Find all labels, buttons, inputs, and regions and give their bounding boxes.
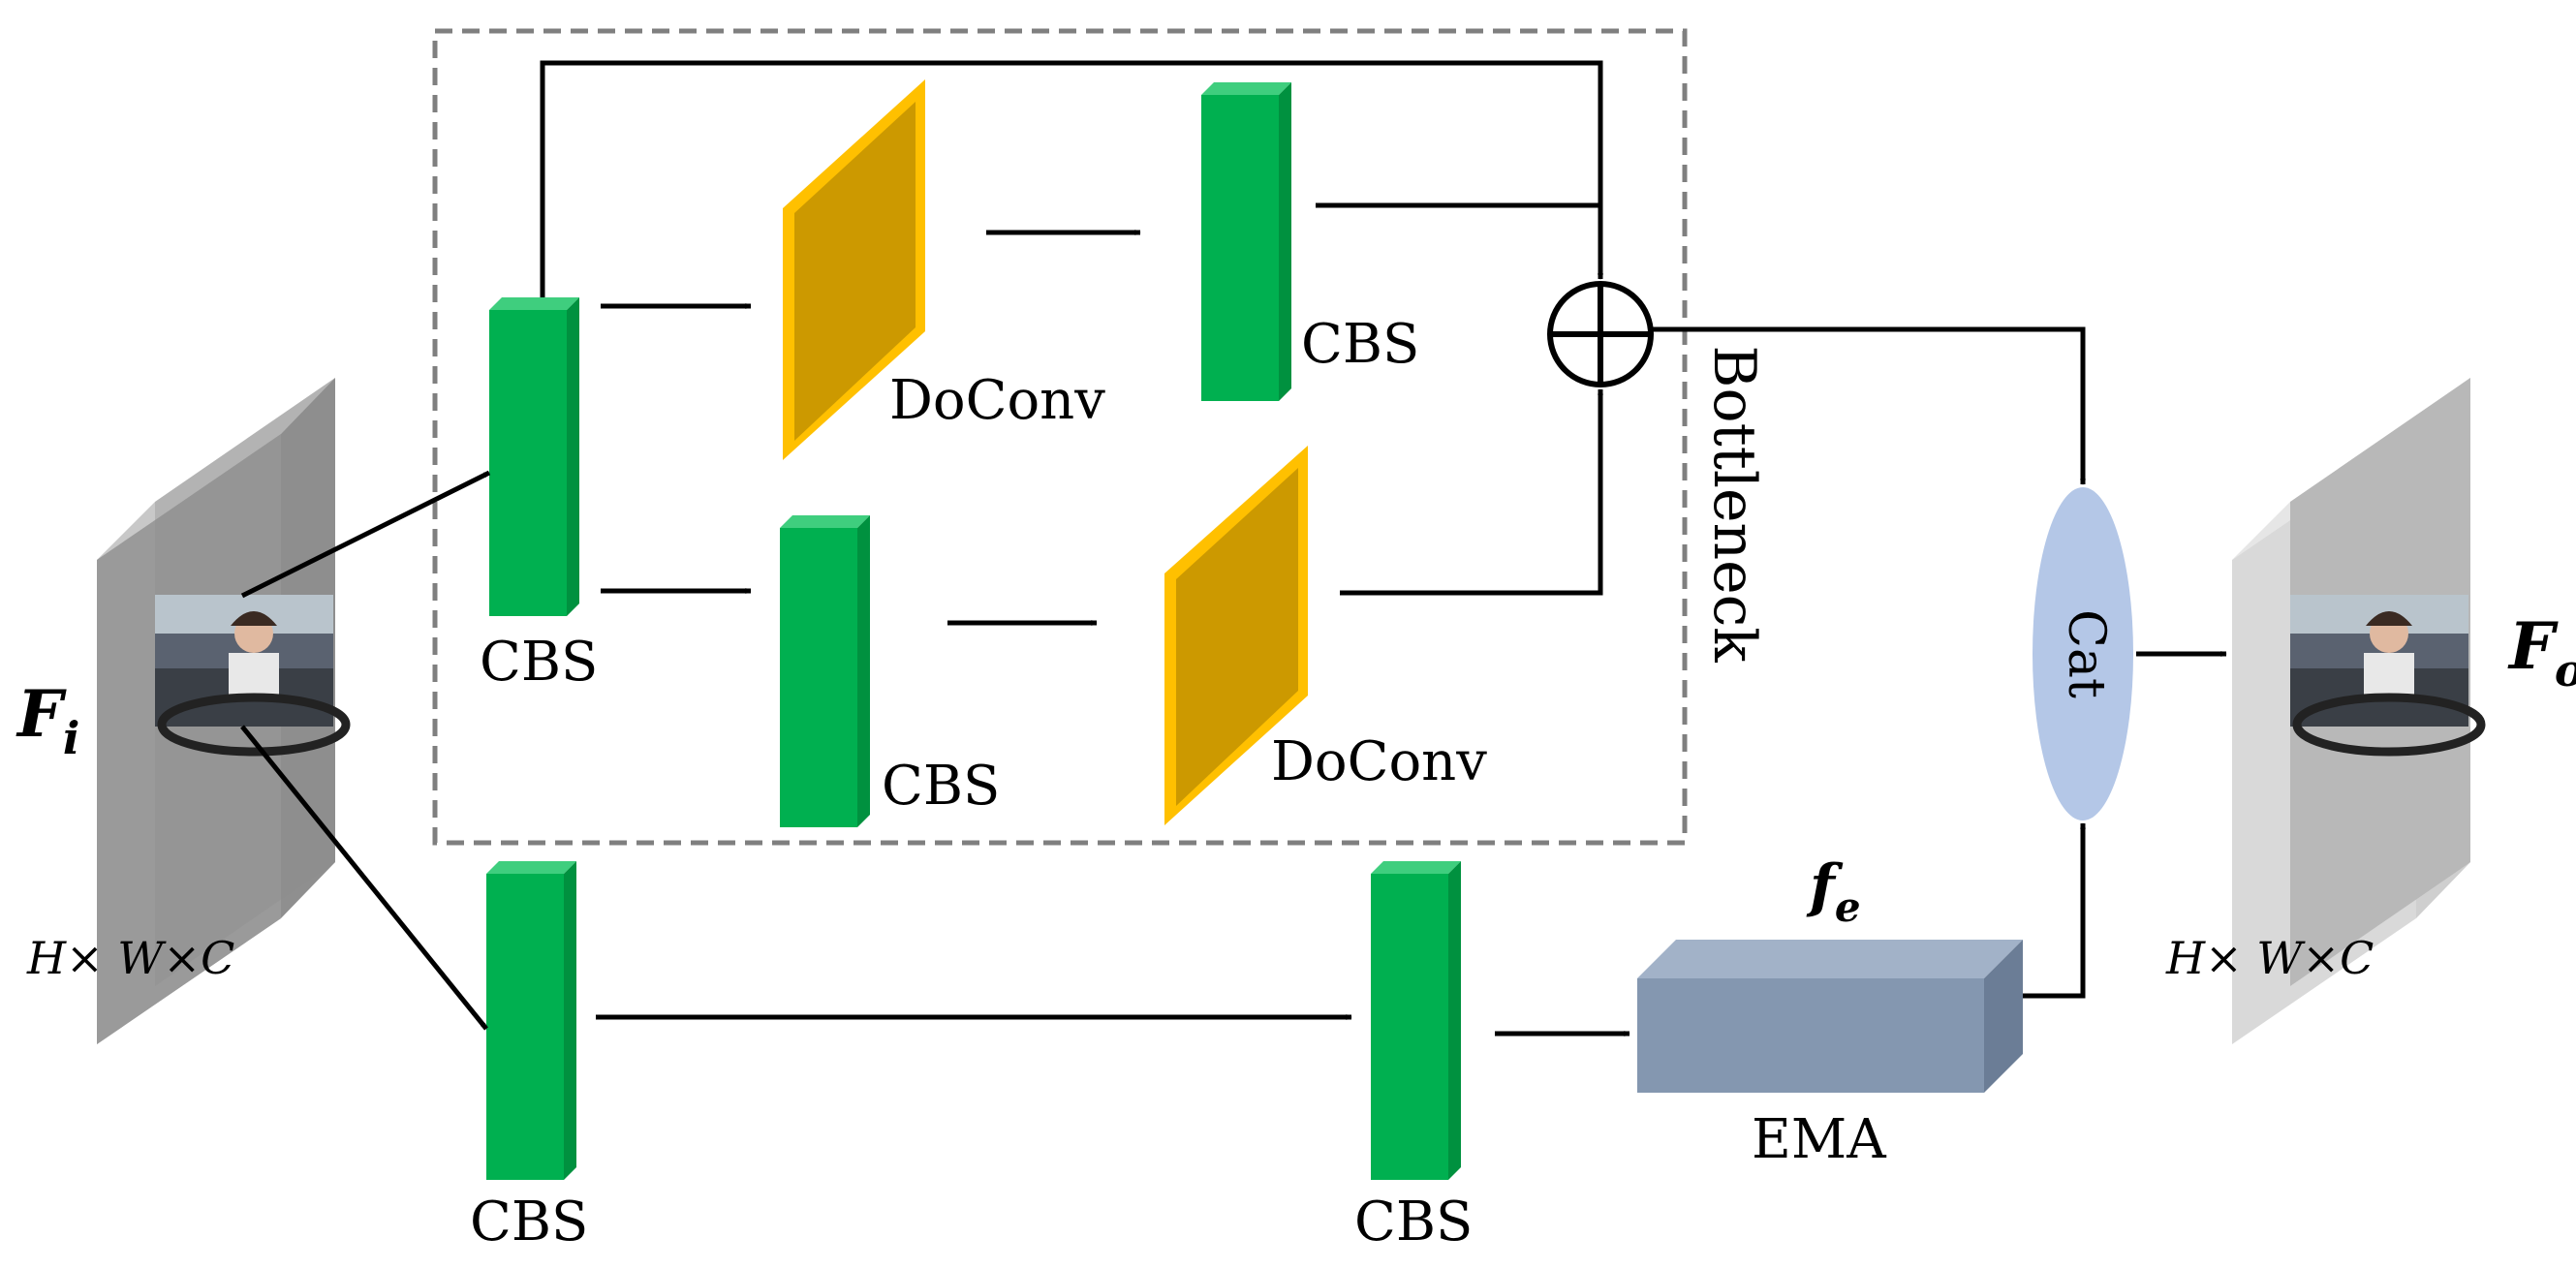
arrow-sum-to-cat [1651,326,2086,485]
arrow-input-to-cbs-top [240,470,491,599]
cbs-label-bottom-right: CBS [1354,1191,1473,1254]
ema-block [1637,940,2023,1093]
input-dims: H× W×C [26,932,234,984]
doconv-block-mid [1164,446,1308,825]
arrow-doconv-mid-to-sum [1340,388,1603,596]
connectors [240,60,2227,1037]
cbs-block-bottom-left [486,861,576,1180]
doconv-block-top [783,79,925,460]
output-symbol: Fo [2507,608,2576,696]
ema-label: EMA [1752,1108,1886,1171]
input-symbol: Fi [16,676,79,764]
ema-feature-label: fe [1806,852,1861,931]
cbs-block-mid [780,515,870,827]
cat-label: Cat [2057,609,2115,698]
doconv-label-top: DoConv [889,369,1105,432]
cat-node[interactable] [2033,487,2133,820]
bottleneck-label: Bottleneck [1700,345,1768,663]
arrow-ema-to-cat [2023,822,2086,999]
cbs-block-top [489,297,579,616]
arrow-skip-to-sum [540,60,1603,297]
cbs-label-bottom-left: CBS [470,1191,588,1254]
input-driver-image [155,595,351,757]
bottleneck-box [432,28,1688,846]
arrow-input-to-cbs-bottom [240,725,488,1031]
doconv-label-mid: DoConv [1271,730,1487,793]
output-driver-image [2290,595,2486,757]
cbs-label-mid: CBS [882,755,1000,818]
cbs-block-top-right [1201,82,1291,401]
cbs-block-bottom-right [1371,861,1461,1180]
output-dims: H× W×C [2165,932,2374,984]
cbs-label-top: CBS [480,631,598,694]
cbs-label-top-right: CBS [1301,313,1419,376]
sum-node [1547,281,1654,387]
